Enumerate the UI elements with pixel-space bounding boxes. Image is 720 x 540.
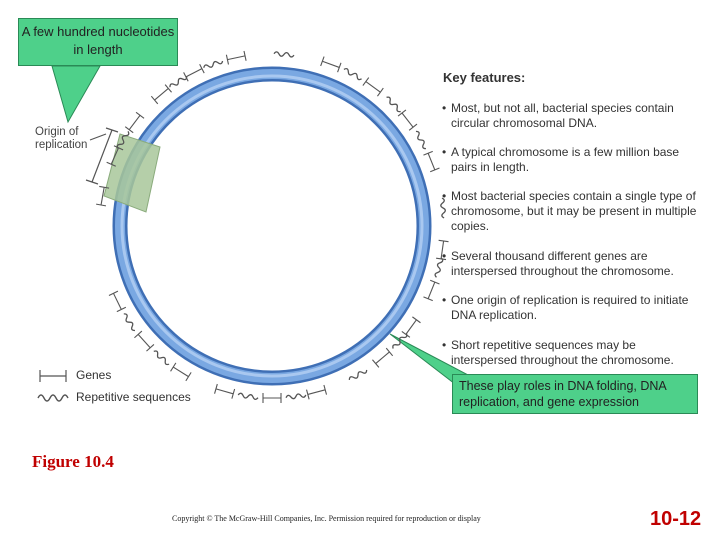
repetitive-sequence-marker [415, 130, 427, 150]
origin-bracket [85, 127, 119, 185]
gene-marker [320, 56, 342, 73]
repetitive-sequence-marker [203, 60, 224, 68]
key-feature-text: Short repetitive sequences may be inters… [451, 338, 674, 367]
key-features-title: Key features: [443, 70, 526, 85]
bullet: • [442, 145, 447, 159]
gene-marker [436, 239, 449, 261]
legend-repetitive-label: Repetitive sequences [76, 390, 191, 404]
gene-marker [170, 362, 192, 382]
gene-marker [262, 393, 282, 403]
legend-gene-symbol [39, 370, 67, 382]
ring-markers [96, 50, 449, 403]
repetitive-sequence-marker [386, 96, 401, 113]
page-number: 10-12 [650, 508, 702, 530]
gene-marker [305, 384, 328, 400]
legend-genes-label: Genes [76, 368, 112, 382]
gene-marker [96, 185, 110, 207]
origin-of-replication-band [103, 133, 161, 213]
bottom-callout: These play roles in DNA folding, DNA rep… [452, 374, 698, 414]
repetitive-sequence-marker [285, 393, 307, 400]
bullet: • [442, 293, 447, 307]
repetitive-sequence-marker [116, 131, 130, 149]
key-feature-text: Most bacterial species contain a single … [451, 189, 697, 233]
gene-marker [124, 111, 145, 134]
repetitive-sequence-marker [153, 350, 170, 366]
repetitive-sequence-marker [434, 257, 444, 278]
gene-marker [150, 84, 172, 105]
bullet: • [442, 338, 447, 352]
repetitive-sequence-marker [343, 68, 362, 81]
copyright-notice: Copyright © The McGraw-Hill Companies, I… [172, 514, 481, 523]
gene-marker [372, 347, 394, 368]
key-feature-item: • Most, but not all, bacterial species c… [442, 101, 704, 131]
gene-marker [423, 150, 440, 173]
bullet: • [442, 249, 447, 263]
repetitive-sequence-marker [440, 197, 446, 219]
top-callout: A few hundred nucleotides in length [18, 18, 178, 66]
repetitive-sequence-marker [392, 333, 408, 349]
key-feature-item: • Several thousand different genes are i… [442, 249, 704, 279]
repetitive-sequence-marker [348, 369, 368, 381]
key-feature-text: One origin of replication is required to… [451, 293, 689, 322]
figure-label: Figure 10.4 [32, 452, 114, 471]
origin-of-replication-label: Origin of replication [35, 126, 88, 151]
key-feature-item: • One origin of replication is required … [442, 293, 704, 323]
gene-marker [423, 279, 440, 302]
bullet: • [442, 101, 447, 115]
repetitive-sequence-marker [237, 392, 259, 400]
gene-marker [106, 145, 124, 167]
top-callout-pointer [51, 65, 101, 124]
key-feature-item: • Most bacterial species contain a singl… [442, 189, 704, 234]
repetitive-sequence-marker [169, 76, 188, 88]
chromosome-ring [112, 66, 432, 386]
gene-marker [362, 77, 384, 97]
gene-marker [401, 316, 421, 338]
key-feature-item: • Short repetitive sequences may be inte… [442, 338, 704, 368]
key-feature-text: A typical chromosome is a few million ba… [451, 145, 680, 174]
key-feature-text: Most, but not all, bacterial species con… [451, 101, 674, 130]
legend-repetitive-symbol [37, 394, 69, 402]
bullet: • [442, 189, 447, 203]
gene-marker [183, 63, 205, 82]
repetitive-sequence-marker [273, 51, 295, 58]
gene-marker [225, 50, 247, 65]
gene-marker [134, 330, 155, 352]
key-feature-item: • A typical chromosome is a few million … [442, 145, 704, 175]
gene-marker [108, 290, 127, 313]
key-feature-text: Several thousand different genes are int… [451, 249, 674, 278]
gene-marker [214, 383, 236, 399]
repetitive-sequence-marker [123, 313, 136, 332]
gene-marker [397, 109, 418, 131]
